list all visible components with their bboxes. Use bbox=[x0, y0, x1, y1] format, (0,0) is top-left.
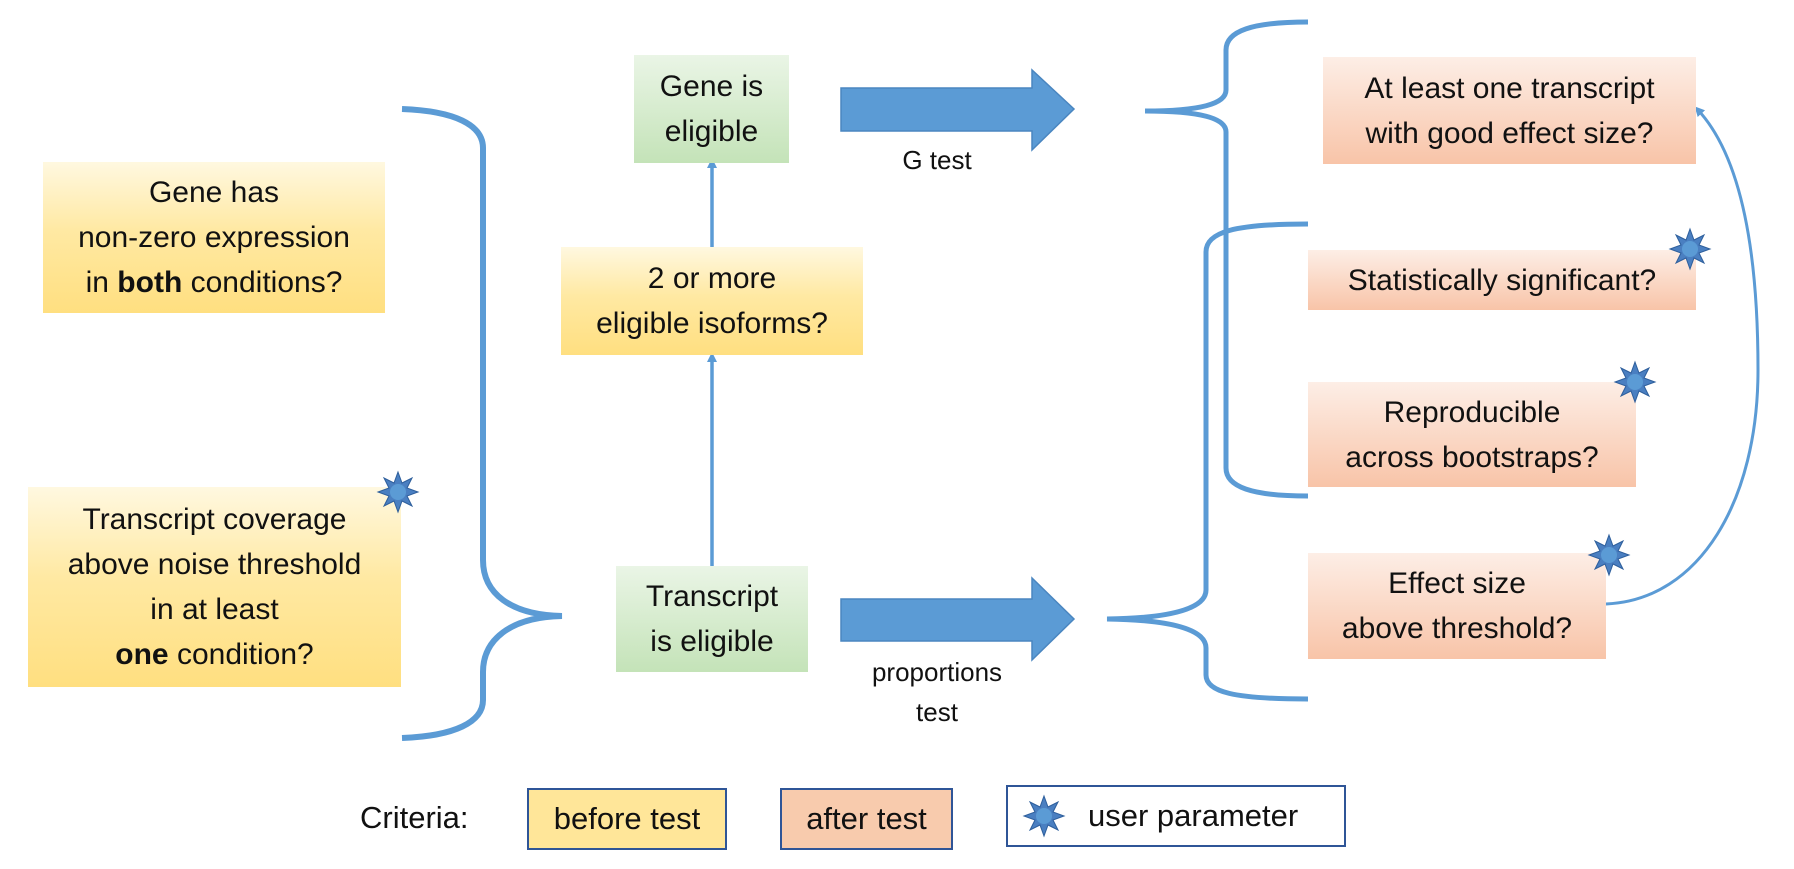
legend-user-parameter-label: user parameter bbox=[1088, 798, 1299, 833]
transcript-coverage-line-2: above noise threshold bbox=[67, 548, 362, 581]
both-emphasis: both bbox=[117, 266, 183, 299]
legend-after-label: after test bbox=[806, 801, 927, 836]
statistically-significant-text: Statistically significant? bbox=[1347, 263, 1657, 297]
star-burst-icon bbox=[1587, 533, 1631, 577]
star-burst-icon bbox=[1613, 360, 1657, 404]
effect-size-line-2: above threshold? bbox=[1341, 612, 1573, 645]
proportions-block-arrow bbox=[840, 576, 1076, 662]
reproducible-line-2: across bootstraps? bbox=[1345, 440, 1599, 474]
transcript-eligible-line-1: Transcript bbox=[645, 580, 779, 613]
transcript-coverage-box: Transcript coverage above noise threshol… bbox=[28, 487, 401, 687]
gene-eligible-box: Gene is eligible bbox=[634, 55, 789, 163]
star-burst-icon bbox=[376, 470, 420, 514]
statistically-significant-box: Statistically significant? bbox=[1308, 250, 1696, 310]
at-least-one-line-2: with good effect size? bbox=[1365, 116, 1654, 150]
star-burst-icon bbox=[1668, 227, 1712, 271]
gene-nonzero-line-1: Gene has bbox=[148, 176, 280, 209]
effect-size-box: Effect size above threshold? bbox=[1308, 553, 1606, 659]
g-test-block-arrow bbox=[840, 68, 1076, 152]
effect-to-atleastone-arrow bbox=[1605, 106, 1760, 606]
star-burst-icon bbox=[1022, 794, 1066, 838]
two-or-more-isoforms-box: 2 or more eligible isoforms? bbox=[561, 247, 863, 355]
transcript-coverage-line-3: in at least bbox=[150, 593, 279, 626]
proportions-test-label: proportions test bbox=[850, 652, 1024, 733]
gene-eligible-line-2: eligible bbox=[664, 115, 759, 148]
reproducible-line-1: Reproducible bbox=[1383, 395, 1561, 429]
legend-before-test: before test bbox=[527, 788, 727, 850]
one-emphasis: one bbox=[115, 638, 169, 671]
transcript-eligible-line-2: is eligible bbox=[650, 625, 774, 658]
gene-nonzero-expression-box: Gene has non-zero expression in both con… bbox=[43, 162, 385, 313]
legend-before-label: before test bbox=[553, 801, 701, 836]
proportions-line-2: test bbox=[916, 697, 958, 728]
transcript-coverage-line-1: Transcript coverage bbox=[82, 503, 347, 536]
two-or-more-line-2: eligible isoforms? bbox=[596, 307, 828, 340]
proportions-line-1: proportions bbox=[871, 657, 1003, 687]
transcript-coverage-line-4: one condition? bbox=[115, 638, 314, 671]
left-brace bbox=[401, 106, 563, 741]
gene-nonzero-line-2: non-zero expression bbox=[78, 221, 350, 254]
at-least-one-transcript-box: At least one transcript with good effect… bbox=[1323, 57, 1696, 164]
gene-nonzero-line-3: in both conditions? bbox=[85, 266, 343, 299]
reproducible-box: Reproducible across bootstraps? bbox=[1308, 382, 1636, 487]
effect-size-line-1: Effect size bbox=[1388, 567, 1526, 600]
two-or-more-line-1: 2 or more bbox=[647, 262, 777, 295]
legend-user-parameter: user parameter bbox=[1006, 785, 1346, 847]
lower-right-brace bbox=[1106, 221, 1309, 702]
transcript-eligible-box: Transcript is eligible bbox=[616, 566, 808, 672]
gene-eligible-line-1: Gene is bbox=[659, 70, 764, 103]
legend-title: Criteria: bbox=[360, 800, 469, 835]
g-test-label: G test bbox=[902, 145, 972, 175]
upper-right-brace bbox=[1144, 19, 1309, 499]
at-least-one-line-1: At least one transcript bbox=[1364, 71, 1655, 105]
legend-after-test: after test bbox=[780, 788, 953, 850]
